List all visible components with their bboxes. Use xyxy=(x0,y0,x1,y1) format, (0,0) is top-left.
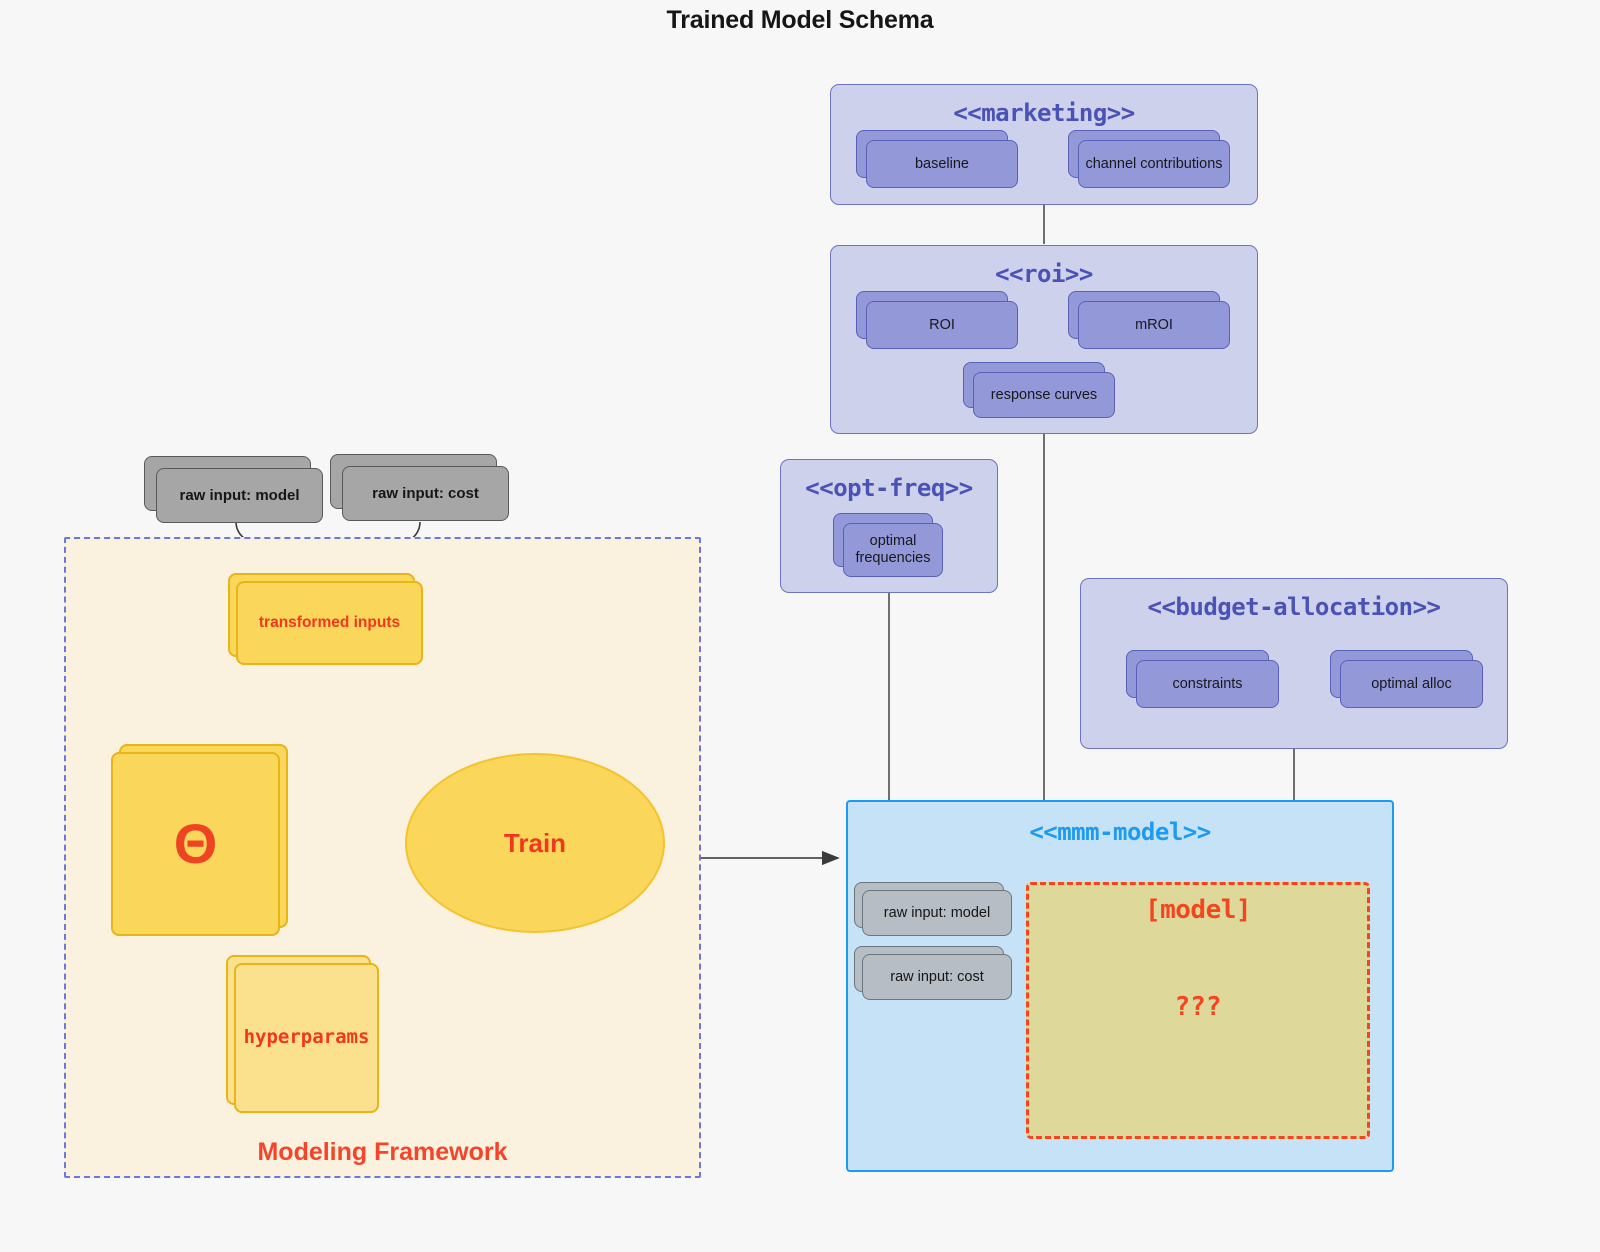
element-optimal-frequencies[interactable]: optimal frequencies xyxy=(833,513,943,577)
theta-label: Θ xyxy=(111,752,280,936)
element-roi-label: ROI xyxy=(866,301,1018,349)
package-roi-title: <<roi>> xyxy=(995,260,1093,288)
hyperparams-label: hyperparams xyxy=(234,963,379,1113)
raw-input-model-label: raw input: model xyxy=(156,468,323,523)
element-response-curves[interactable]: response curves xyxy=(963,362,1115,418)
element-baseline[interactable]: baseline xyxy=(856,130,1018,188)
element-mroi[interactable]: mROI xyxy=(1068,291,1230,349)
model-placeholder-unknown: ??? xyxy=(1174,992,1222,1022)
element-optimal-alloc[interactable]: optimal alloc xyxy=(1330,650,1483,708)
modeling-framework-label: Modeling Framework xyxy=(257,1138,508,1166)
package-opt-freq-title: <<opt-freq>> xyxy=(805,474,973,502)
train-label: Train xyxy=(503,827,567,858)
transformed-inputs-label: transformed inputs xyxy=(236,581,423,665)
package-budget-allocation-title: <<budget-allocation>> xyxy=(1147,593,1441,621)
optimal-frequencies-line2: frequencies xyxy=(855,550,931,566)
hyperparams-card[interactable]: hyperparams xyxy=(226,955,379,1113)
element-mroi-label: mROI xyxy=(1078,301,1230,349)
package-mmm-model-title: <<mmm-model>> xyxy=(1029,818,1211,846)
element-baseline-label: baseline xyxy=(866,140,1018,188)
element-roi[interactable]: ROI xyxy=(856,291,1018,349)
element-constraints[interactable]: constraints xyxy=(1126,650,1279,708)
page-title: Trained Model Schema xyxy=(666,6,934,34)
mmm-raw-input-model-card[interactable]: raw input: model xyxy=(854,882,1012,936)
package-marketing-title: <<marketing>> xyxy=(953,99,1135,127)
element-response-curves-label: response curves xyxy=(973,372,1115,418)
mmm-raw-input-cost-label: raw input: cost xyxy=(862,954,1012,1000)
mmm-raw-input-cost-card[interactable]: raw input: cost xyxy=(854,946,1012,1000)
raw-input-cost-label: raw input: cost xyxy=(342,466,509,521)
transformed-inputs-card[interactable]: transformed inputs xyxy=(228,573,423,665)
train-node[interactable]: Train xyxy=(405,753,665,933)
mmm-raw-input-model-label: raw input: model xyxy=(862,890,1012,936)
element-channel-contributions[interactable]: channel contributions xyxy=(1068,130,1230,188)
raw-input-cost-card[interactable]: raw input: cost xyxy=(330,454,509,521)
element-optimal-frequencies-label: optimal frequencies xyxy=(843,523,943,577)
model-placeholder-box[interactable] xyxy=(1026,882,1370,1139)
theta-card[interactable]: Θ xyxy=(111,744,288,936)
model-placeholder-label: [model] xyxy=(1144,895,1252,925)
optimal-frequencies-line1: optimal xyxy=(869,533,917,550)
raw-input-model-card[interactable]: raw input: model xyxy=(144,456,323,523)
element-constraints-label: constraints xyxy=(1136,660,1279,708)
element-optimal-alloc-label: optimal alloc xyxy=(1340,660,1483,708)
element-channel-contributions-label: channel contributions xyxy=(1078,140,1230,188)
